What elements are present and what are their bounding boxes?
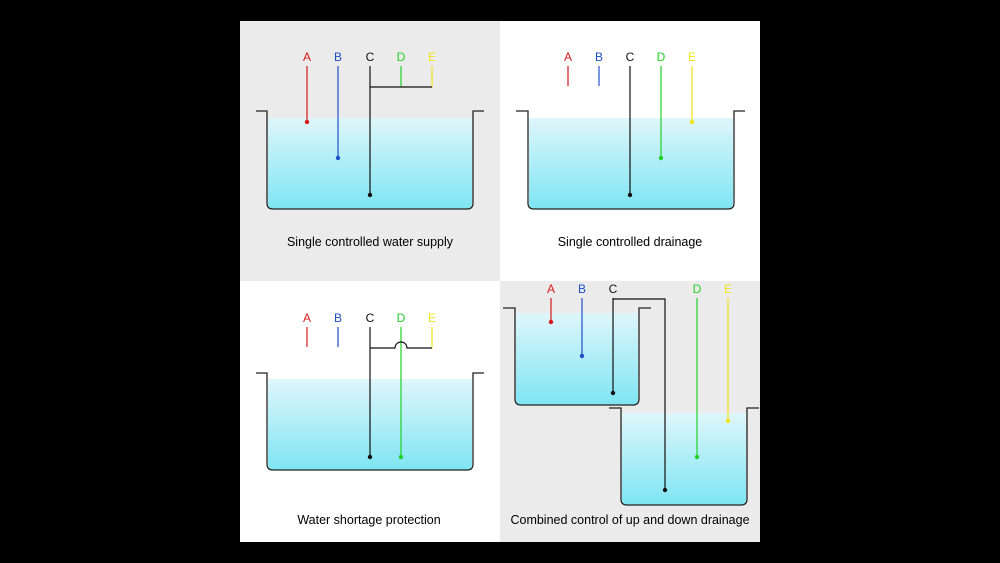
probe-label-b: B [595,50,603,64]
panel-combined-control-drainage: A B C D E Combined control of up and dow… [503,282,759,527]
probe-label-c: C [626,50,635,64]
probe-tip-a [548,319,554,325]
probe-a: A [547,282,555,325]
probe-tip-c [367,192,373,198]
probe-e: E [724,282,732,424]
panel-caption: Single controlled drainage [558,235,703,249]
probe-c: C [366,311,375,460]
probe-b: B [334,311,342,347]
probe-wire-c-lower [613,298,666,490]
probe-tip-a [304,119,310,125]
probe-label-c: C [366,50,375,64]
probe-label-b: B [334,311,342,325]
panel-single-controlled-drainage: A B C D E Single controlled drainage [516,50,745,249]
probe-d: D [657,50,666,161]
probe-label-e: E [688,50,696,64]
probe-tip-d [658,155,664,161]
probe-tip-e [725,418,731,424]
lower-tank-outline [609,407,759,506]
upper-tank-water [516,313,638,405]
probe-label-c: C [609,282,618,296]
probe-label-a: A [547,282,555,296]
probe-a: A [303,50,311,125]
probe-label-a: A [564,50,572,64]
probe-a: A [303,311,311,347]
lower-tank-water [622,413,746,505]
tank-outline [256,110,484,210]
probe-tip-c [627,192,633,198]
probe-label-b: B [578,282,586,296]
tank-outline [256,372,484,471]
probe-label-a: A [303,311,311,325]
probe-d: D [693,282,702,460]
probe-tip-d [398,454,404,460]
probe-c: C [626,50,635,198]
probe-tip-b [579,353,585,359]
panel-caption: Water shortage protection [297,513,440,527]
probe-b: B [595,50,603,86]
probe-label-e: E [428,50,436,64]
tank-water [529,118,733,209]
probe-a: A [564,50,572,86]
probe-e: E [428,311,436,348]
probe-tip-e [689,119,695,125]
upper-tank-outline [503,307,651,406]
probe-label-e: E [428,311,436,325]
probe-label-c: C [366,311,375,325]
panel-water-shortage-protection: A B C D E Water shortage protection [256,311,484,527]
tank-outline [516,110,745,210]
jumper-wire-with-hop [370,341,432,349]
probe-tip-b [335,155,341,161]
panel-single-controlled-water-supply: A B C D E Single controlled water supply [256,50,484,249]
probe-label-a: A [303,50,311,64]
probe-tip-d [694,454,700,460]
panel-caption: Combined control of up and down drainage [510,513,749,527]
probe-label-d: D [397,311,406,325]
probe-d: D [397,50,406,87]
probe-label-d: D [397,50,406,64]
probe-label-d: D [657,50,666,64]
probe-c: C [609,282,668,493]
probe-b: B [578,282,586,359]
probe-tip-c [367,454,373,460]
panel-caption: Single controlled water supply [287,235,454,249]
probe-d: D [397,311,406,460]
probe-e: E [688,50,696,125]
probe-b: B [334,50,342,161]
probe-label-e: E [724,282,732,296]
probe-tip-c-lower [662,487,668,493]
probe-tip-c-upper [610,390,616,396]
probe-label-b: B [334,50,342,64]
probe-e: E [428,50,436,87]
probe-label-d: D [693,282,702,296]
